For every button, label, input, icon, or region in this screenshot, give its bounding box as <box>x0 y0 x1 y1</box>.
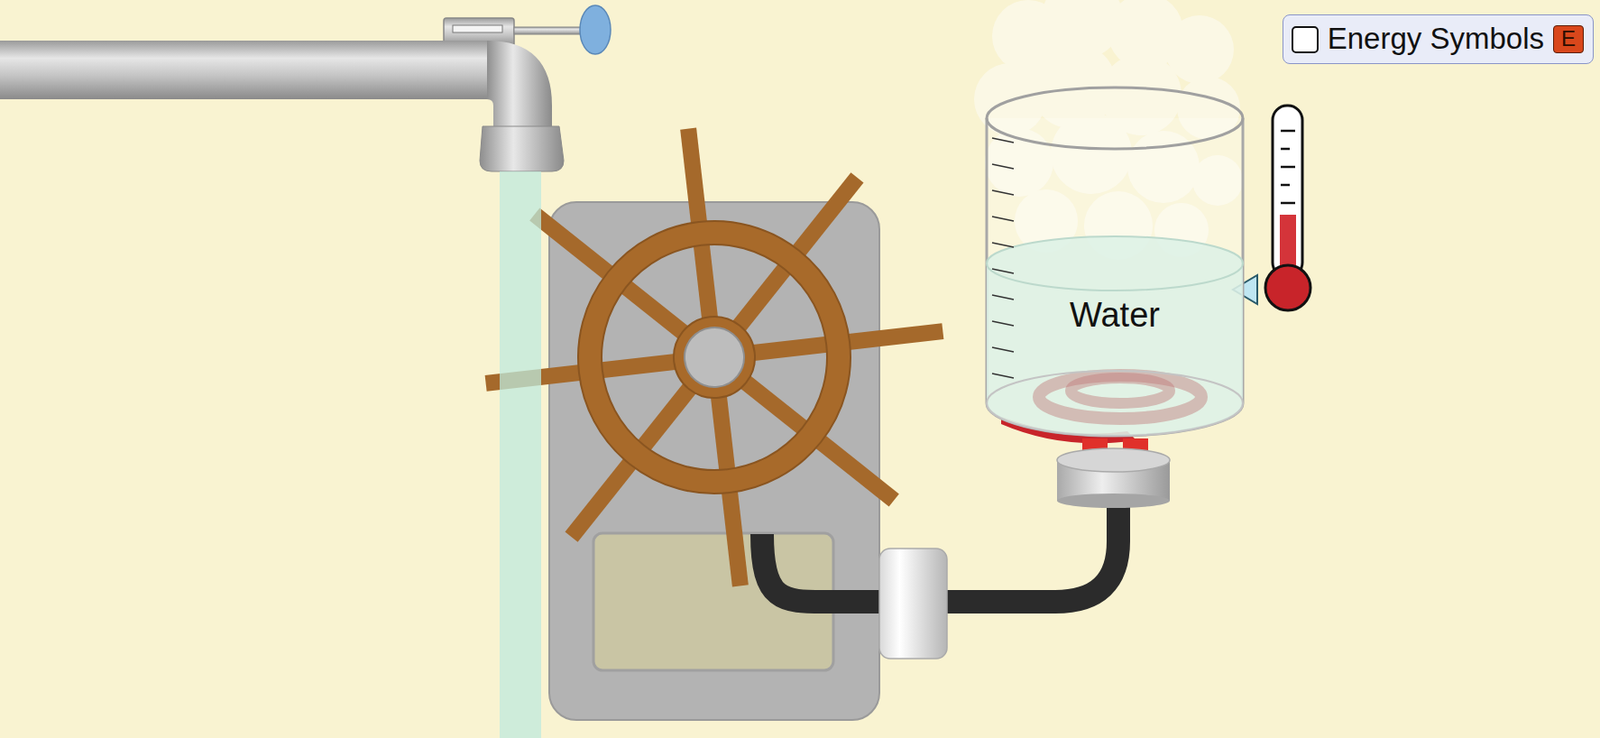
connector <box>879 548 948 659</box>
measure-tick <box>992 373 1014 378</box>
substance-label: Water <box>984 296 1245 335</box>
icon-letter: E <box>1561 27 1576 51</box>
beaker-glass <box>986 118 1243 436</box>
measure-tick <box>992 216 1014 221</box>
water-surface <box>986 236 1243 291</box>
measure-tick <box>992 190 1014 195</box>
measure-tick <box>992 164 1014 169</box>
heater-coil <box>1039 375 1202 419</box>
heater-coil <box>1070 377 1170 404</box>
measure-tick <box>992 294 1014 300</box>
measure-tick <box>992 321 1014 326</box>
measure-tick <box>992 268 1014 274</box>
beaker-rim <box>986 87 1243 149</box>
water-beaker: Water <box>984 85 1245 442</box>
generator-housing <box>549 202 880 720</box>
energy-icon: E <box>1553 25 1584 54</box>
measure-tick <box>992 137 1014 143</box>
beaker-outline <box>984 85 1245 442</box>
water-body <box>986 236 1243 436</box>
measure-tick <box>992 347 1014 352</box>
energy-symbols-panel: Energy Symbols E <box>1282 14 1594 65</box>
water-stream <box>499 171 542 738</box>
measure-tick <box>992 242 1014 248</box>
control-label: Energy Symbols <box>1327 22 1545 56</box>
thermometer <box>1232 105 1311 311</box>
faucet <box>0 5 611 172</box>
checkbox <box>1291 26 1319 54</box>
beaker-bottom <box>986 370 1243 436</box>
